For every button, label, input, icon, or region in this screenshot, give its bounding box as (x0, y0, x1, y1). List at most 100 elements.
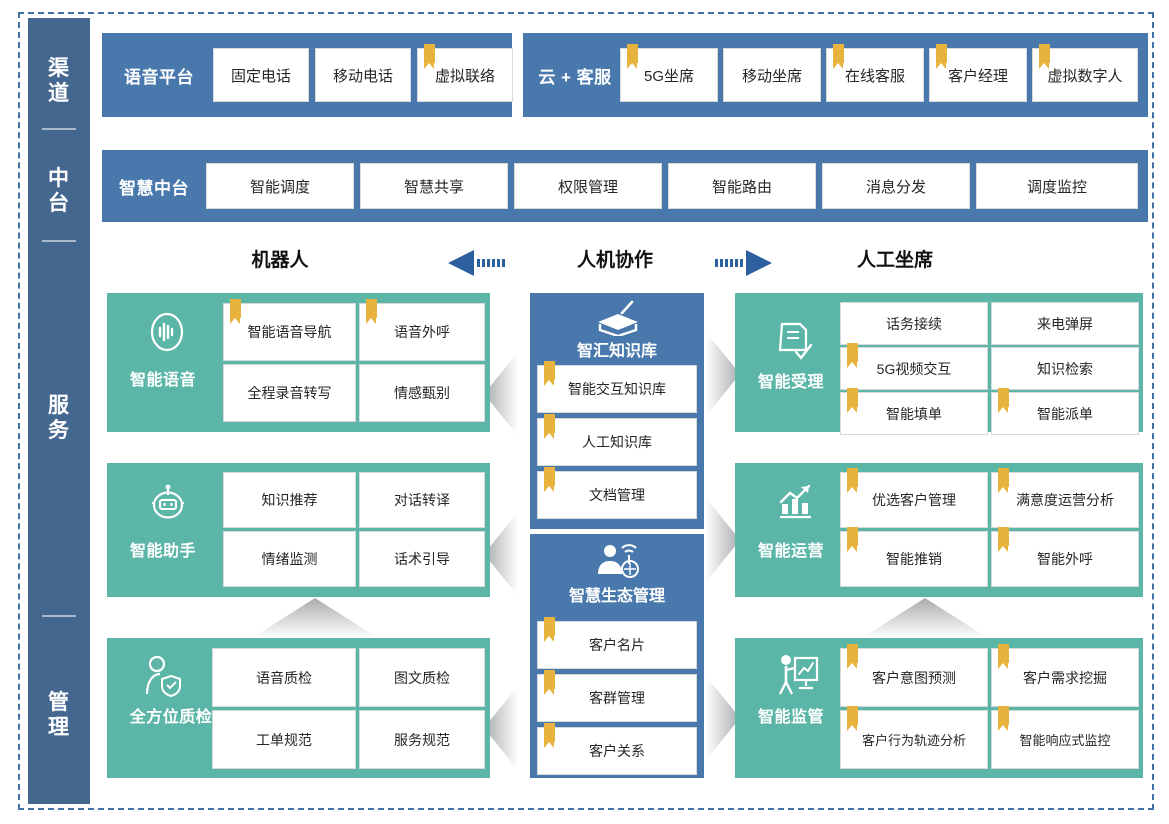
card-label: 客户行为轨迹分析 (861, 733, 966, 748)
bookmark-icon (936, 44, 947, 69)
bar-chart-up-icon (779, 484, 811, 519)
rail-divider (42, 615, 76, 617)
rail-item-management[interactable]: 管 理 (28, 690, 90, 740)
center-card[interactable]: 客群管理 (537, 670, 697, 722)
card-label: 客群管理 (589, 690, 645, 706)
service-card[interactable]: 智能外呼 (991, 527, 1139, 587)
card-label: 客户名片 (589, 637, 645, 653)
bookmark-icon (230, 299, 241, 324)
platform-card[interactable]: 智能路由 (668, 163, 816, 209)
service-card[interactable]: 智能派单 (991, 388, 1139, 435)
voice-platform-title: 语音平台 (124, 67, 194, 87)
center-card[interactable]: 人工知识库 (537, 414, 697, 466)
voice-wave-icon (150, 312, 184, 352)
center-card[interactable]: 客户名片 (537, 617, 697, 669)
channel-card[interactable]: 虚拟联络 (417, 44, 513, 102)
connector-arrow-left-icon (484, 352, 518, 436)
platform-card[interactable]: 智慧共享 (360, 163, 508, 209)
service-card[interactable]: 情感甄别 (359, 364, 485, 422)
center-card[interactable]: 客户关系 (537, 723, 697, 775)
channel-card[interactable]: 客户经理 (929, 44, 1027, 102)
center-card[interactable]: 智能交互知识库 (537, 361, 697, 413)
rail-label-char: 务 (48, 419, 70, 442)
column-header-collaboration: 人机协作 (576, 250, 653, 271)
card-label: 客户经理 (947, 67, 1008, 85)
arrow-left-icon (448, 250, 505, 276)
service-card[interactable]: 来电弹屏 (991, 302, 1139, 345)
voice-block-title: 智能语音 (129, 372, 196, 389)
bookmark-icon (544, 723, 555, 748)
rail-item-service[interactable]: 服 务 (28, 393, 90, 443)
service-card[interactable]: 话术引导 (359, 531, 485, 587)
bookmark-icon (424, 44, 435, 69)
bookmark-icon (544, 414, 555, 439)
person-network-icon (598, 544, 639, 578)
card-label: 固定电话 (230, 67, 291, 85)
channel-card[interactable]: 固定电话 (213, 48, 309, 102)
bookmark-icon (366, 299, 377, 324)
card-label: 智能外呼 (1037, 551, 1093, 567)
rail-item-channel[interactable]: 渠 道 (28, 56, 90, 106)
channel-card[interactable]: 在线客服 (826, 44, 924, 102)
service-card[interactable]: 情绪监测 (223, 531, 356, 587)
bookmark-icon (544, 361, 555, 386)
service-card[interactable]: 图文质检 (359, 648, 485, 707)
card-label: 5G坐席 (643, 67, 694, 85)
platform-card[interactable]: 调度监控 (976, 163, 1138, 209)
service-card[interactable]: 对话转译 (359, 472, 485, 528)
card-label: 知识检索 (1037, 360, 1093, 377)
service-card[interactable]: 智能推销 (840, 527, 988, 587)
rail-label-char: 理 (48, 716, 70, 739)
column-header-robot: 机器人 (251, 250, 309, 271)
connector-arrow-right-icon (706, 676, 740, 760)
robot-icon (152, 484, 184, 519)
channel-card[interactable]: 5G坐席 (620, 44, 718, 102)
service-card[interactable]: 智能语音导航 (223, 299, 356, 361)
card-label: 智能派单 (1037, 405, 1093, 422)
open-book-icon (598, 300, 638, 336)
diagram-frame (18, 12, 1154, 810)
service-card[interactable]: 知识检索 (991, 347, 1139, 390)
card-label: 客户关系 (589, 743, 645, 759)
service-card[interactable]: 语音质检 (212, 648, 356, 707)
channel-card[interactable]: 虚拟数字人 (1032, 44, 1138, 102)
bookmark-icon (998, 644, 1009, 669)
bookmark-icon (998, 527, 1009, 552)
service-card[interactable]: 客户需求挖掘 (991, 644, 1139, 707)
channel-card[interactable]: 移动坐席 (723, 48, 821, 102)
card-label: 人工知识库 (582, 434, 652, 450)
service-card[interactable]: 客户意图预测 (840, 644, 988, 707)
service-card[interactable]: 满意度运营分析 (991, 468, 1139, 528)
channel-card[interactable]: 移动电话 (315, 48, 411, 102)
card-label: 图文质检 (394, 669, 450, 686)
service-card[interactable]: 客户行为轨迹分析 (840, 706, 988, 769)
card-label: 语音质检 (256, 669, 312, 686)
rail-label-char: 台 (48, 192, 70, 215)
service-card[interactable]: 5G视频交互 (840, 343, 988, 390)
card-label: 客户需求挖掘 (1023, 669, 1107, 686)
card-label: 智能路由 (711, 178, 772, 196)
service-card[interactable]: 智能填单 (840, 388, 988, 435)
bookmark-icon (1039, 44, 1050, 69)
center-card[interactable]: 文档管理 (537, 467, 697, 519)
supervision-block-title: 智能监管 (757, 709, 824, 726)
platform-card[interactable]: 智能调度 (206, 163, 354, 209)
service-card[interactable]: 服务规范 (359, 710, 485, 769)
service-card[interactable]: 工单规范 (212, 710, 356, 769)
arrow-right-icon (715, 250, 772, 276)
service-card[interactable]: 全程录音转写 (223, 364, 356, 422)
service-card[interactable]: 智能响应式监控 (991, 706, 1139, 769)
card-label: 对话转译 (394, 492, 450, 508)
card-label: 语音外呼 (394, 324, 450, 340)
service-card[interactable]: 优选客户管理 (840, 468, 988, 528)
card-label: 智能响应式监控 (1019, 733, 1111, 748)
service-card[interactable]: 语音外呼 (359, 299, 485, 361)
rail-item-platform[interactable]: 中 台 (28, 166, 90, 216)
service-card[interactable]: 话务接续 (840, 302, 988, 345)
service-card[interactable]: 知识推荐 (223, 472, 356, 528)
platform-card[interactable]: 权限管理 (514, 163, 662, 209)
connector-arrow-up-icon (252, 598, 378, 638)
platform-card[interactable]: 消息分发 (822, 163, 970, 209)
card-label: 调度监控 (1026, 178, 1087, 196)
